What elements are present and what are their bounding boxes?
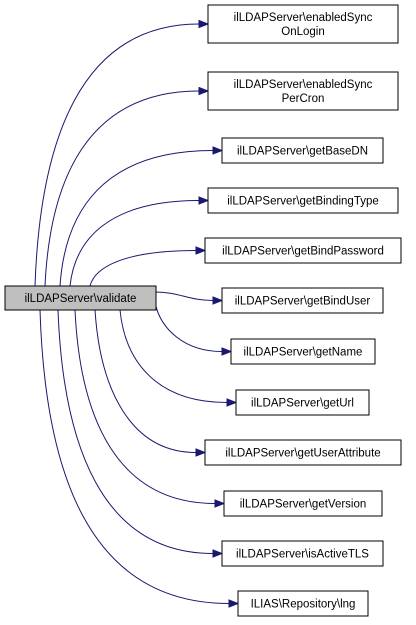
arrowhead	[221, 347, 233, 356]
node-label-line: ilLDAPServer\getBindUser	[235, 296, 371, 308]
node-label-line: ilLDAPServer\getUrl	[251, 398, 354, 410]
node-illdapserver-getversion[interactable]: ilLDAPServer\getVersion	[223, 490, 383, 517]
arrowhead	[228, 599, 240, 608]
arrowhead	[195, 246, 207, 255]
arrowhead	[212, 146, 224, 155]
call-edge	[94, 309, 197, 453]
node-label-line: PerCron	[282, 93, 325, 105]
node-label-line: ilLDAPServer\enabledSync	[234, 12, 373, 24]
arrowhead	[195, 448, 207, 457]
arrowhead	[212, 296, 224, 305]
node-label-line: ilLDAPServer\getVersion	[240, 499, 367, 511]
arrowhead	[226, 398, 238, 407]
call-edge	[154, 291, 214, 301]
node-label-line: ILIAS\Repository\lng	[251, 599, 356, 611]
node-illdapserver-getbasedn[interactable]: ilLDAPServer\getBaseDN	[221, 137, 384, 164]
call-edge	[119, 309, 228, 403]
callee-nodes: ilLDAPServer\enabledSyncOnLoginilLDAPSer…	[204, 4, 402, 617]
call-edge	[154, 301, 223, 352]
node-illdapserver-getbindpassword[interactable]: ilLDAPServer\getBindPassword	[204, 237, 402, 264]
node-illdapserver-getbindingtype[interactable]: ilLDAPServer\getBindingType	[207, 187, 399, 214]
call-edge	[74, 309, 216, 504]
node-illdapserver-isactivetls[interactable]: ilLDAPServer\isActiveTLS	[221, 540, 384, 567]
call-edge	[39, 309, 230, 604]
node-label-line: ilLDAPServer\enabledSync	[234, 79, 373, 91]
call-edge	[44, 90, 200, 287]
node-label-line: OnLogin	[281, 26, 324, 38]
node-illdapserver-geturl[interactable]: ilLDAPServer\getUrl	[235, 389, 370, 416]
call-edge	[34, 23, 200, 287]
node-label-line: ilLDAPServer\getName	[244, 347, 363, 359]
node-label-line: ilLDAPServer\getUserAttribute	[225, 448, 380, 460]
call-edge	[89, 250, 197, 287]
call-edge	[69, 200, 200, 287]
arrowhead	[198, 19, 210, 29]
node-illdapserver-getuserattribute[interactable]: ilLDAPServer\getUserAttribute	[204, 439, 402, 466]
call-edge	[57, 309, 214, 554]
arrowhead	[198, 196, 210, 205]
node-ilias-repository-lng[interactable]: ILIAS\Repository\lng	[237, 590, 369, 617]
call-edge	[59, 150, 214, 287]
arrowhead	[212, 549, 224, 558]
node-illdapserver-getbinduser[interactable]: ilLDAPServer\getBindUser	[221, 287, 384, 314]
node-label-line: ilLDAPServer\isActiveTLS	[236, 549, 369, 561]
arrowhead	[198, 86, 210, 96]
node-label-line: ilLDAPServer\getBindingType	[227, 196, 379, 208]
node-root-validate[interactable]: ilLDAPServer\validate	[4, 285, 157, 311]
node-illdapserver-getname[interactable]: ilLDAPServer\getName	[230, 338, 376, 365]
node-label-line: ilLDAPServer\getBaseDN	[237, 146, 368, 158]
node-root-label: ilLDAPServer\validate	[25, 293, 137, 305]
call-edges	[34, 19, 240, 608]
arrowhead	[214, 499, 226, 508]
node-label-line: ilLDAPServer\getBindPassword	[222, 246, 384, 258]
